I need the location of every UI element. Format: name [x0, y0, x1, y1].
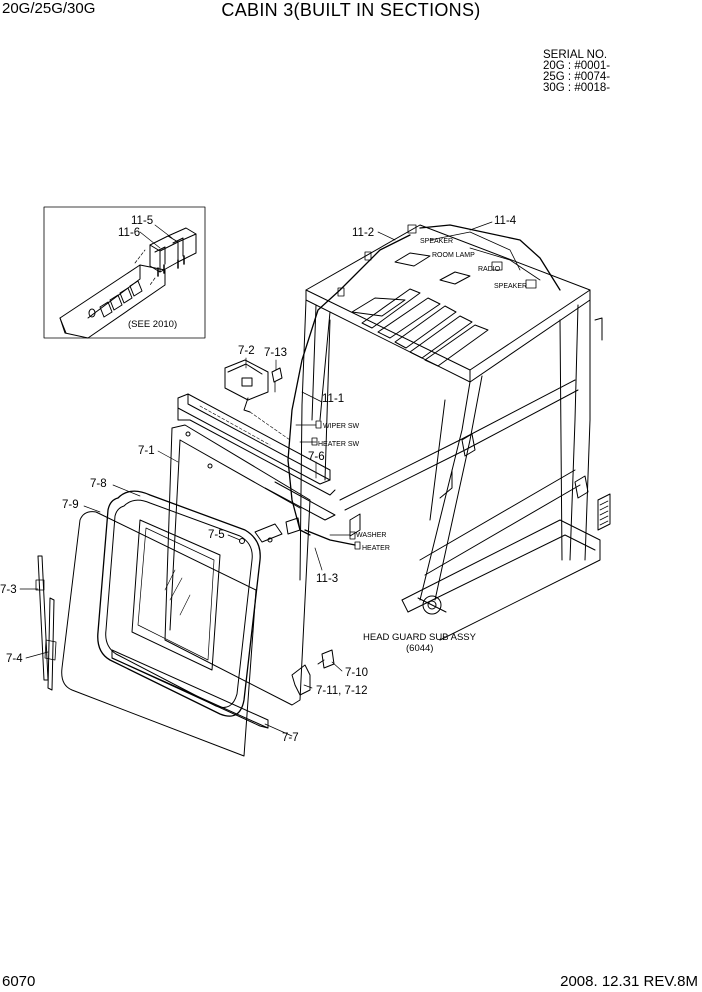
wire-harness	[287, 224, 561, 550]
label-11-1: 11-1	[322, 393, 344, 405]
tag-heater-sw: HEATER SW	[318, 441, 359, 448]
model-code: 20G/25G/30G	[2, 0, 96, 17]
label-7-3: 7-3	[0, 584, 17, 596]
label-7-8: 7-8	[90, 478, 107, 490]
page-number: 6070	[2, 973, 36, 990]
serial-line-20g: 20G : #0001-	[543, 60, 611, 72]
tag-speaker-rear: SPEAKER	[494, 283, 527, 290]
label-7-1: 7-1	[138, 445, 155, 457]
label-11-6: 11-6	[118, 227, 140, 239]
tag-radio: RADIO	[478, 266, 501, 273]
date-revision: 2008. 12.31 REV.8M	[560, 973, 698, 990]
serial-number-block: SERIAL NO. 20G : #0001- 25G : #0074- 30G…	[543, 49, 611, 94]
label-7-7: 7-7	[282, 732, 299, 744]
wire-tags: SPEAKER ROOM LAMP RADIO SPEAKER WIPER SW…	[318, 238, 527, 552]
assembly-note-line1: HEAD GUARD SUB ASSY	[363, 632, 477, 643]
assembly-note-line2: (6044)	[406, 643, 433, 654]
serial-line-30g: 30G : #0018-	[543, 82, 611, 94]
label-7-13: 7-13	[264, 347, 287, 359]
part-labels: 7-2 7-13 11-1 7-1 7-6 7-8 7-9 7-5 11-3 7…	[0, 215, 517, 744]
label-7-11-7-12: 7-11, 7-12	[316, 685, 368, 697]
label-11-2: 11-2	[352, 227, 374, 239]
tag-wiper-sw: WIPER SW	[323, 423, 360, 430]
cabin-frame	[299, 224, 611, 641]
label-7-2: 7-2	[238, 345, 255, 357]
page-title: CABIN 3(BUILT IN SECTIONS)	[221, 0, 481, 20]
leader-lines	[19, 221, 493, 737]
label-7-9: 7-9	[62, 499, 79, 511]
label-7-10: 7-10	[345, 667, 368, 679]
tag-room-lamp: ROOM LAMP	[432, 252, 475, 259]
label-7-6: 7-6	[308, 451, 325, 463]
label-11-3: 11-3	[316, 573, 338, 585]
tag-heater: HEATER	[362, 545, 390, 552]
serial-line-25g: 25G : #0074-	[543, 71, 611, 83]
tag-washer: WASHER	[356, 532, 386, 539]
inset-switch-panel: 11-5 11-6 (SEE 2010)	[43, 206, 206, 339]
label-11-5: 11-5	[131, 215, 153, 227]
door-assembly	[35, 359, 336, 757]
label-7-4: 7-4	[6, 653, 23, 665]
serial-label: SERIAL NO.	[543, 49, 608, 61]
tag-speaker-front: SPEAKER	[420, 238, 453, 245]
see-reference-note: (SEE 2010)	[128, 319, 177, 330]
assembly-note: HEAD GUARD SUB ASSY (6044)	[363, 632, 477, 654]
label-11-4: 11-4	[494, 215, 517, 227]
label-7-5: 7-5	[208, 529, 225, 541]
